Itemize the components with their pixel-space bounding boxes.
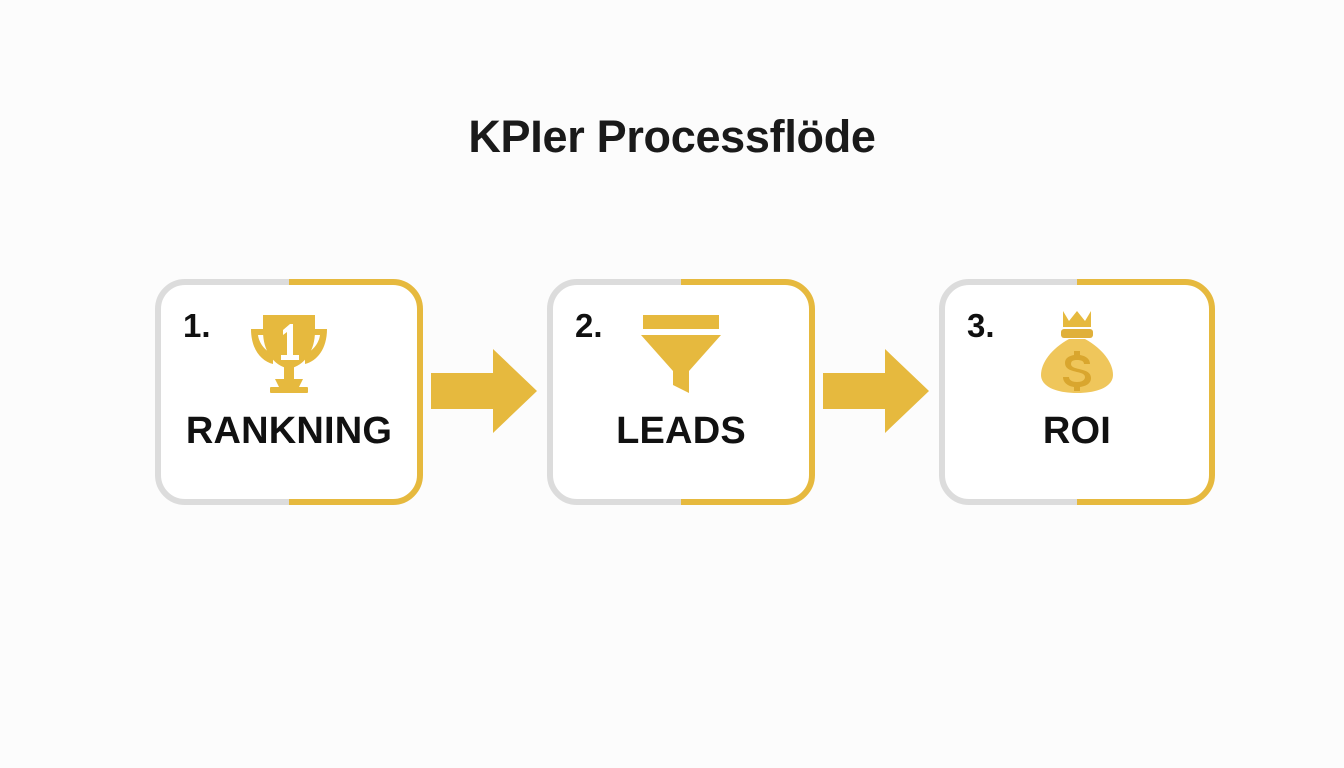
step-number-2: 2. — [575, 307, 603, 344]
process-flow: 1. RANKN — [155, 279, 1215, 505]
step-card-roi[interactable]: 3. ROI — [939, 279, 1215, 505]
step-label-ranking: RANKNING — [185, 410, 393, 452]
arrow-right-icon — [431, 341, 537, 441]
step-card-ranking[interactable]: 1. RANKN — [155, 279, 423, 505]
step-label-roi: ROI — [1042, 410, 1112, 452]
trophy-icon — [155, 305, 423, 397]
step-label-leads: LEADS — [616, 410, 746, 452]
step-number-3: 3. — [967, 307, 995, 344]
funnel-icon — [547, 305, 815, 397]
arrow-right-icon — [823, 341, 929, 441]
money-bag-icon — [939, 305, 1215, 397]
step-card-leads[interactable]: 2. LEADS — [547, 279, 815, 505]
page-title: KPIer Processflöde — [468, 111, 876, 162]
step-number-1: 1. — [183, 307, 211, 344]
